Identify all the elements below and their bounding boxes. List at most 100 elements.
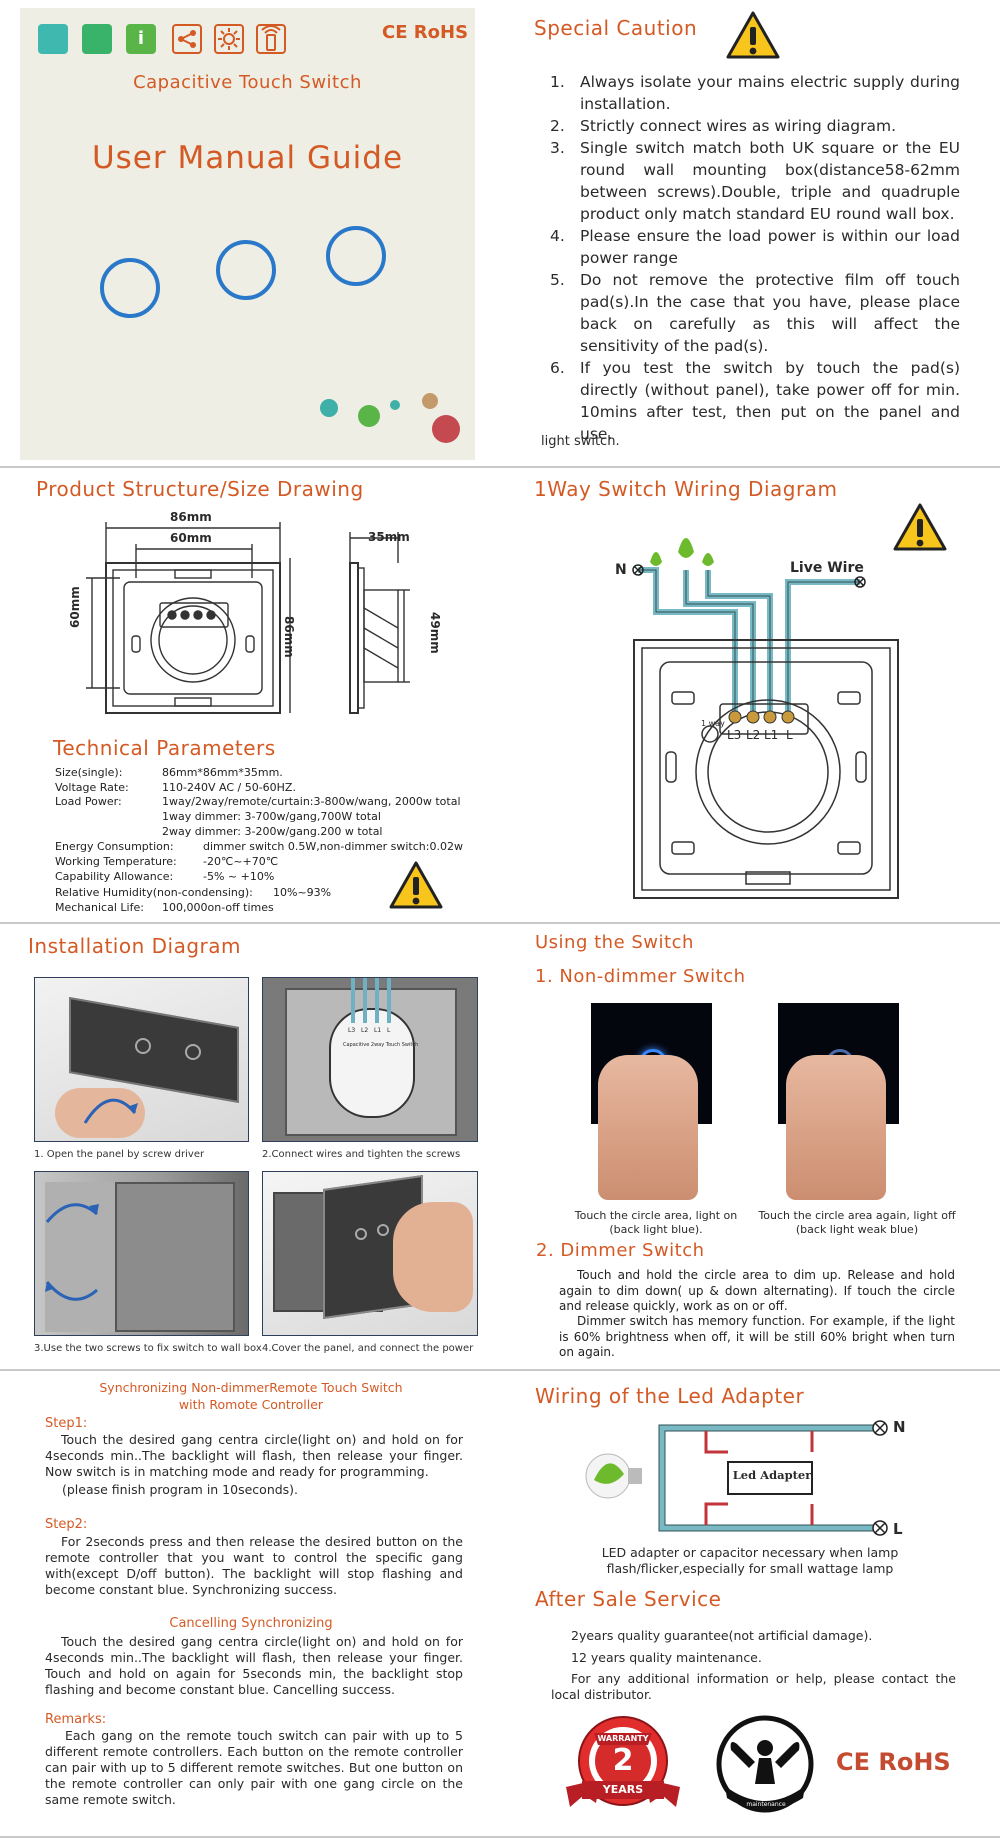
switch-edge bbox=[45, 1182, 115, 1332]
dimmer-para-2: Dimmer switch has memory function. For e… bbox=[559, 1314, 955, 1359]
touch-ring-middle bbox=[216, 240, 276, 300]
wire bbox=[351, 978, 355, 1023]
terminal-label: L3 bbox=[348, 1027, 356, 1034]
neutral-label: N bbox=[615, 562, 627, 578]
tech-value: 1way/2way/remote/curtain:3-800w/wang, 20… bbox=[162, 795, 461, 808]
tech-row: Voltage Rate: bbox=[55, 781, 129, 794]
aftersale-heading: After Sale Service bbox=[535, 1587, 722, 1611]
tech-row: Mechanical Life: bbox=[55, 901, 144, 914]
caution-item: 1.Always isolate your mains electric sup… bbox=[550, 73, 960, 113]
led-wiring-diagram bbox=[585, 1420, 888, 1536]
wiring-diagram bbox=[632, 538, 899, 899]
led-l-label: L bbox=[893, 1520, 903, 1538]
tech-value: -20℃~+70℃ bbox=[203, 855, 279, 868]
finger-hand bbox=[598, 1055, 698, 1200]
ce-rohs-mark: CE RoHS bbox=[836, 1748, 951, 1776]
install-photo-4 bbox=[262, 1171, 478, 1336]
step1-text: Touch the desired gang centra circle(lig… bbox=[45, 1432, 463, 1479]
luxury-icon bbox=[38, 24, 68, 54]
section-divider bbox=[0, 466, 1000, 468]
tech-value: 2way dimmer: 3-200w/gang.200 w total bbox=[162, 825, 383, 838]
terminal-label: L bbox=[786, 728, 793, 742]
dimmer-para-1: Touch and hold the circle area to dim up… bbox=[559, 1268, 955, 1313]
cancel-text: Touch the desired gang centra circle(lig… bbox=[45, 1634, 463, 1697]
led-n-label: N bbox=[893, 1418, 906, 1436]
deco-dot bbox=[390, 400, 400, 410]
warranty-years-number: 2 bbox=[612, 1743, 634, 1778]
touch-caption-off: Touch the circle area again, light off(b… bbox=[758, 1209, 956, 1236]
install-caption: 2.Connect wires and tighten the screws bbox=[262, 1149, 461, 1160]
wire bbox=[375, 978, 379, 1023]
cover-panel: i CE RoHS Capacitive Touch Switch User M… bbox=[20, 8, 475, 460]
remote-icon bbox=[256, 24, 286, 54]
install-caption: 1. Open the panel by screw driver bbox=[34, 1149, 205, 1160]
tech-value: 100,000on-off times bbox=[162, 901, 274, 914]
share-icon bbox=[172, 24, 202, 54]
cancel-label: Cancelling Synchronizing bbox=[169, 1616, 333, 1631]
rotate-arrow-icon bbox=[45, 1203, 99, 1301]
smart-icon: i bbox=[126, 24, 156, 54]
led-bulb-icon bbox=[585, 1453, 642, 1499]
caution-item: 4.Please ensure the load power is within… bbox=[550, 227, 960, 267]
way-label: 1 way bbox=[701, 719, 725, 728]
caution-item: 3.Single switch match both UK square or … bbox=[550, 139, 960, 223]
touch-ring-left bbox=[100, 258, 160, 318]
wiring-heading: 1Way Switch Wiring Diagram bbox=[534, 477, 838, 501]
caution-list: 1.Always isolate your mains electric sup… bbox=[540, 71, 960, 445]
tech-value: 86mm*86mm*35mm. bbox=[162, 766, 283, 779]
warranty-text: WARRANTY bbox=[597, 1734, 649, 1743]
structure-heading: Product Structure/Size Drawing bbox=[36, 477, 364, 501]
install-caption: 4.Cover the panel, and connect the power bbox=[262, 1343, 474, 1354]
cover-title: User Manual Guide bbox=[91, 140, 404, 176]
step2-text: For 2seconds press and then release the … bbox=[45, 1534, 463, 1597]
touch-caption-on: Touch the circle area, light on(back lig… bbox=[574, 1209, 738, 1236]
tech-value: -5% ~ +10% bbox=[203, 870, 275, 883]
tech-row: Size(single): bbox=[55, 766, 123, 779]
tech-heading: Technical Parameters bbox=[53, 736, 276, 760]
tech-row: Capability Allowance: bbox=[55, 870, 174, 883]
longevity-icon bbox=[82, 24, 112, 54]
led-heading: Wiring of the Led Adapter bbox=[535, 1384, 805, 1408]
remarks-text: Each gang on the remote touch switch can… bbox=[45, 1728, 463, 1807]
rotate-arrow-icon bbox=[83, 1098, 138, 1124]
dim-60-left: 60mm bbox=[68, 586, 82, 628]
warning-icon bbox=[893, 503, 947, 551]
deco-dot bbox=[432, 415, 460, 443]
caution-item: 2.Strictly connect wires as wiring diagr… bbox=[550, 117, 897, 135]
led-note: LED adapter or capacitor necessary when … bbox=[601, 1545, 899, 1576]
switch-module bbox=[329, 1008, 415, 1118]
warranty-badge-shape bbox=[566, 1716, 680, 1807]
terminal-label: L2 bbox=[746, 728, 761, 742]
led-adapter-label: Led Adapter bbox=[732, 1468, 812, 1482]
live-wire-label: Live Wire bbox=[790, 560, 864, 576]
hand bbox=[55, 1088, 145, 1138]
deco-dot bbox=[422, 393, 438, 409]
tech-row: Energy Consumption: bbox=[55, 840, 174, 853]
step2-label: Step2: bbox=[45, 1517, 88, 1532]
deco-dot bbox=[358, 405, 380, 427]
sync-title: Synchronizing Non-dimmerRemote Touch Swi… bbox=[99, 1380, 403, 1412]
install-photo-2: Capacitive 2way Touch Switch L3 L2 L1 L bbox=[262, 977, 478, 1142]
warranty-years-label: YEARS bbox=[602, 1783, 644, 1796]
finger-hand bbox=[786, 1055, 886, 1200]
section-divider bbox=[0, 1369, 1000, 1371]
aftersale-line: 2years quality guarantee(not artificial … bbox=[571, 1628, 873, 1643]
wrench-icon bbox=[716, 1715, 814, 1813]
product-label: Capacitive 2way Touch Switch bbox=[343, 1042, 419, 1048]
size-drawing bbox=[86, 522, 410, 714]
terminal-label: L3 bbox=[727, 728, 742, 742]
aftersale-line: 12 years quality maintenance. bbox=[571, 1650, 762, 1665]
caution-footer: light switch. bbox=[541, 434, 620, 449]
caution-heading: Special Caution bbox=[534, 16, 698, 40]
warning-icon bbox=[389, 861, 443, 909]
touch-ring-right bbox=[326, 226, 386, 286]
terminal-label: L1 bbox=[374, 1027, 382, 1034]
install-photo-3 bbox=[34, 1171, 249, 1336]
using-heading: Using the Switch bbox=[535, 932, 694, 953]
tech-value: 110-240V AC / 50-60HZ. bbox=[162, 781, 296, 794]
tech-row: Relative Humidity(non-condensing): bbox=[55, 886, 253, 899]
dim-86-right: 86mm bbox=[282, 616, 296, 658]
wall-box bbox=[115, 1182, 235, 1332]
cover-subtitle: Capacitive Touch Switch bbox=[133, 72, 362, 93]
install-caption: 3.Use the two screws to fix switch to wa… bbox=[34, 1343, 262, 1354]
